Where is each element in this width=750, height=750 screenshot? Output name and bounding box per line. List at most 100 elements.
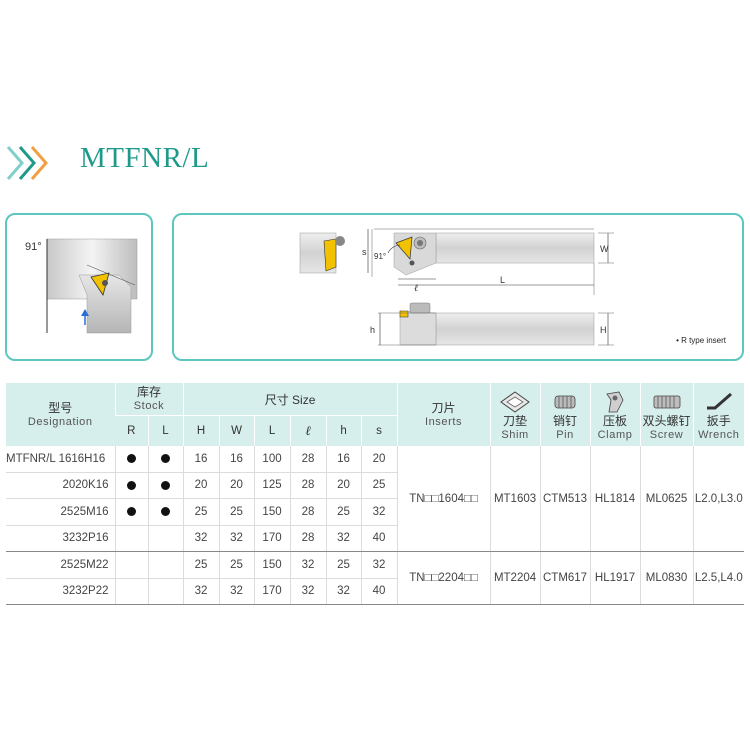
size-col-s: s <box>360 415 398 446</box>
screw-cell: ML0830 <box>639 551 694 605</box>
stock-r-cell <box>114 551 148 579</box>
designation-header: 型号 Designation <box>6 383 115 446</box>
wrench-cell: L2.0,L3.0 <box>692 446 745 552</box>
size-cell: 32 <box>182 578 220 605</box>
inserts-header: 刀片 Inserts <box>396 383 491 446</box>
size-cell: 125 <box>253 472 291 499</box>
size-cell: 25 <box>325 498 362 526</box>
toolholder-dimension-panel: s 91° W ℓ L h H • R type insert <box>172 213 744 361</box>
shim-header: 刀垫 Shim <box>489 383 541 446</box>
in-stock-dot-icon <box>161 454 170 464</box>
in-stock-dot-icon <box>127 454 136 464</box>
size-cell: 28 <box>289 472 327 499</box>
size-cell: 170 <box>253 525 291 552</box>
insert-cell: TN□□1604□□ <box>396 446 491 552</box>
size-cell: 25 <box>218 498 255 526</box>
designation-cell: 2020K16 <box>6 472 115 499</box>
size-cell: 28 <box>289 525 327 552</box>
designation-cell: 3232P22 <box>6 578 115 605</box>
clamp-header: 压板 Clamp <box>589 383 641 446</box>
size-col-W: W <box>218 415 255 446</box>
size-col-l: ℓ <box>289 415 327 446</box>
size-header: 尺寸 Size <box>182 383 398 416</box>
insert-cell: TN□□2204□□ <box>396 551 491 605</box>
size-cell: 16 <box>325 446 362 473</box>
size-cell: 20 <box>360 446 398 473</box>
size-cell: 28 <box>289 446 327 473</box>
size-cell: 20 <box>325 472 362 499</box>
table-row: 2020K16 20 20 125 28 20 25 <box>6 472 744 499</box>
stock-l-cell <box>147 551 184 579</box>
size-cell: 170 <box>253 578 291 605</box>
stock-l-cell <box>147 446 184 473</box>
size-col-H: H <box>182 415 220 446</box>
size-cell: 32 <box>218 525 255 552</box>
dim-l-small-label: ℓ <box>414 283 418 294</box>
size-cell: 32 <box>218 578 255 605</box>
pin-header: 销钉 Pin <box>539 383 591 446</box>
shim-icon <box>500 390 530 413</box>
size-cell: 28 <box>289 498 327 526</box>
size-cell: 40 <box>360 578 398 605</box>
dim-H-label: H <box>600 325 607 335</box>
page-title: MTFNR/L <box>80 142 210 174</box>
table-row: 2525M16 25 25 150 28 25 32 <box>6 498 744 526</box>
size-cell: 32 <box>182 525 220 552</box>
stock-l-header: L <box>147 415 184 446</box>
stock-r-cell <box>114 472 148 499</box>
wrench-cell: L2.5,L4.0 <box>692 551 745 605</box>
angle-label: 91° <box>374 252 386 261</box>
clamp-cell: HL1917 <box>589 551 641 605</box>
screw-icon <box>653 395 680 408</box>
size-cell: 16 <box>182 446 220 473</box>
dim-s-label: s <box>362 247 367 257</box>
stock-l-cell <box>147 525 184 552</box>
stock-header: 库存 Stock <box>114 383 184 416</box>
in-stock-dot-icon <box>127 480 136 490</box>
size-cell: 32 <box>289 551 327 579</box>
stock-r-cell <box>114 498 148 526</box>
toolholder-top-view-diagram <box>46 238 138 334</box>
wrench-header: 扳手 Wrench <box>692 383 745 446</box>
size-cell: 32 <box>360 498 398 526</box>
pin-cell: CTM513 <box>539 446 591 552</box>
r-type-insert-note: • R type insert <box>676 336 726 345</box>
clamp-cell: HL1814 <box>589 446 641 552</box>
size-col-h: h <box>325 415 362 446</box>
size-cell: 25 <box>182 551 220 579</box>
stock-l-cell <box>147 578 184 605</box>
stock-r-cell <box>114 525 148 552</box>
toolholder-top-view-panel: 91° <box>5 213 153 361</box>
designation-cell: 2525M16 <box>6 498 115 526</box>
shim-cell: MT1603 <box>489 446 541 552</box>
size-cell: 25 <box>360 472 398 499</box>
size-cell: 32 <box>360 551 398 579</box>
size-col-L: L <box>253 415 291 446</box>
size-cell: 25 <box>325 551 362 579</box>
size-cell: 25 <box>218 551 255 579</box>
size-cell: 25 <box>182 498 220 526</box>
wrench-icon <box>706 392 732 409</box>
size-cell: 20 <box>218 472 255 499</box>
dim-L-label: L <box>500 275 505 285</box>
table-row: 3232P22 32 32 170 32 32 40 <box>6 578 744 605</box>
angle-label: 91° <box>25 241 42 253</box>
size-cell: 150 <box>253 498 291 526</box>
stock-r-cell <box>114 446 148 473</box>
table-row: 3232P16 32 32 170 28 32 40 <box>6 525 744 552</box>
in-stock-dot-icon <box>161 507 170 517</box>
size-cell: 150 <box>253 551 291 579</box>
pin-cell: CTM617 <box>539 551 591 605</box>
stock-r-cell <box>114 578 148 605</box>
screw-header: 双头螺钉 Screw <box>639 383 694 446</box>
size-cell: 100 <box>253 446 291 473</box>
table-row: 2525M22 25 25 150 32 25 32 TN□□2204□□ MT… <box>6 551 745 605</box>
chevron-arrows-icon <box>6 146 48 180</box>
screw-cell: ML0625 <box>639 446 694 552</box>
in-stock-dot-icon <box>127 507 136 517</box>
dim-h-label: h <box>370 325 375 335</box>
stock-l-cell <box>147 498 184 526</box>
size-cell: 32 <box>325 578 362 605</box>
spec-table: 型号 Designation 库存 Stock 尺寸 Size 刀片 Inser… <box>6 383 745 605</box>
designation-cell: MTFNR/L 1616H16 <box>6 446 115 473</box>
